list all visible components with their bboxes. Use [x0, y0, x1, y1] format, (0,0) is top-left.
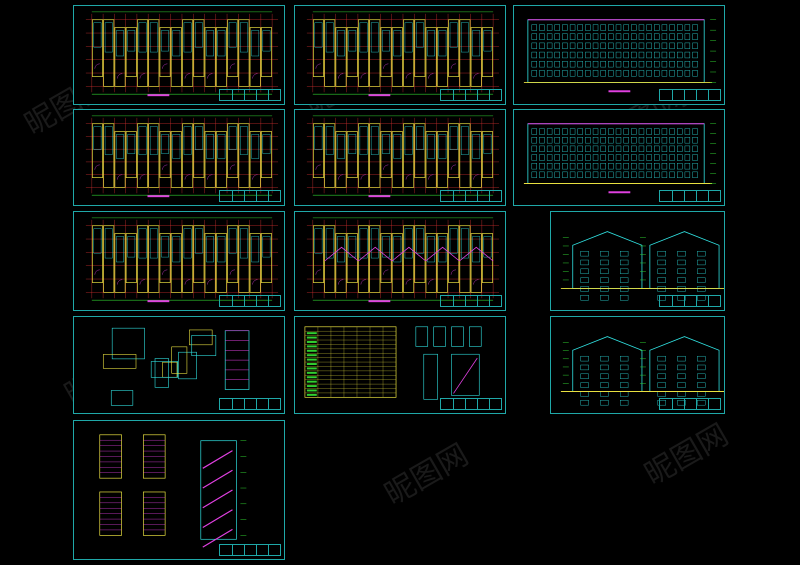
drawing-content: [306, 115, 500, 198]
drawing-content: [85, 217, 279, 303]
title-block: [659, 295, 721, 307]
drawing-content: [102, 327, 250, 406]
sheet-details-1[interactable]: [73, 316, 285, 414]
sheet-floor-plan-5[interactable]: [73, 211, 285, 311]
sheet-stair-details[interactable]: [73, 420, 285, 560]
watermark-text: 昵图网: [379, 437, 475, 513]
sheet-floor-plan-4[interactable]: [294, 109, 506, 206]
watermark-text: 昵图网: [639, 417, 735, 493]
sheet-rear-elevation[interactable]: [513, 109, 725, 206]
title-block: [440, 398, 502, 410]
title-block: [440, 295, 502, 307]
drawing-content: [85, 115, 279, 198]
sheet-floor-plan-1[interactable]: [73, 5, 285, 105]
title-block: [219, 89, 281, 101]
drawing-content: [560, 231, 724, 301]
title-block: [659, 89, 721, 101]
sheet-floor-plan-2[interactable]: [294, 5, 506, 105]
sheet-side-elevation-1[interactable]: [550, 211, 725, 311]
title-block: [659, 398, 721, 410]
sheet-roof-plan[interactable]: [294, 211, 506, 311]
sheet-floor-plan-3[interactable]: [73, 109, 285, 206]
title-block: [440, 190, 502, 202]
title-block: [219, 398, 281, 410]
drawing-content: [523, 123, 717, 194]
drawing-content: [85, 11, 279, 97]
drawing-content: [523, 19, 717, 93]
sheet-side-elevation-2[interactable]: [550, 316, 725, 414]
title-block: [219, 190, 281, 202]
title-block: [219, 295, 281, 307]
sheet-door-window-schedule[interactable]: [294, 316, 506, 414]
sheet-front-elevation[interactable]: [513, 5, 725, 105]
drawing-content: [304, 326, 482, 400]
title-block: [219, 544, 281, 556]
drawing-content: [99, 434, 247, 548]
drawing-content: [306, 217, 500, 303]
title-block: [659, 190, 721, 202]
title-block: [440, 89, 502, 101]
drawing-content: [560, 336, 724, 406]
drawing-content: [306, 11, 500, 97]
